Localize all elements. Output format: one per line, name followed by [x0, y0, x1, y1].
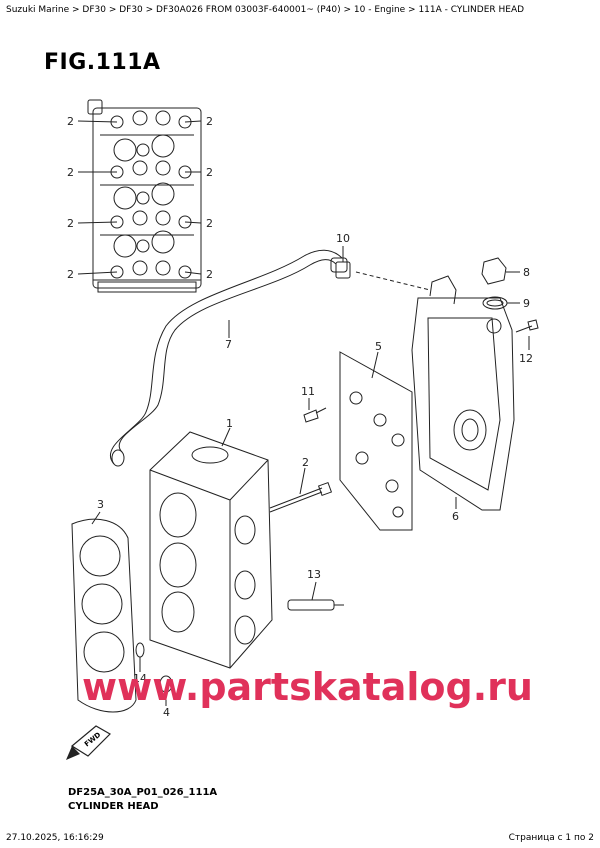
breadcrumb: Suzuki Marine > DF30 > DF30 > DF30A026 F…: [6, 5, 525, 15]
callout-2-d: 2: [206, 166, 213, 179]
pin-part-14: [135, 642, 145, 672]
callout-10: 10: [336, 232, 350, 245]
callout-11: 11: [301, 385, 315, 398]
callout-12: 12: [519, 352, 533, 365]
callout-5: 5: [375, 340, 382, 353]
footer-page-indicator: Страница с 1 по 2: [508, 833, 594, 843]
watermark-text: www.partskatalog.ru: [82, 665, 533, 709]
callout-8: 8: [523, 266, 530, 279]
cap-part-8: [481, 257, 520, 285]
callout-2-f: 2: [206, 217, 213, 230]
fwd-arrow-icon: FWD: [66, 725, 111, 760]
spark-plug-part-13: [287, 581, 344, 611]
callout-9: 9: [523, 297, 530, 310]
cylinder-head-part-1: [149, 427, 273, 669]
drawing-name: CYLINDER HEAD: [68, 801, 159, 812]
head-gasket-part-3: [71, 511, 137, 713]
bolt-part-12: [515, 319, 539, 350]
drawing-code: DF25A_30A_P01_026_111A: [68, 787, 218, 798]
cylinder-head-top-view: [87, 99, 202, 293]
callout-14: 14: [133, 672, 147, 685]
figure-title: FIG.111A: [44, 50, 161, 75]
callout-2-g: 2: [67, 268, 74, 281]
bolt-part-11: [303, 398, 327, 423]
callout-7: 7: [225, 338, 232, 351]
clamp-part-10: [335, 246, 431, 291]
callout-2-e: 2: [67, 217, 74, 230]
callout-2-b: 2: [206, 115, 213, 128]
callout-2-a: 2: [67, 115, 74, 128]
callout-6: 6: [452, 510, 459, 523]
callout-1: 1: [226, 417, 233, 430]
footer-timestamp: 27.10.2025, 16:16:29: [6, 833, 104, 843]
callout-4: 4: [163, 706, 170, 719]
gasket-part-5: [339, 351, 413, 531]
o-ring-part-9: [482, 296, 520, 310]
leader-lines-bolts-2: [77, 120, 202, 275]
hose-part-7: [110, 249, 348, 467]
bolt-part-2-long: [269, 467, 333, 513]
callout-2-h: 2: [206, 268, 213, 281]
callout-13: 13: [307, 568, 321, 581]
callout-3: 3: [97, 498, 104, 511]
pin-part-4: [159, 675, 173, 706]
callout-2-i: 2: [302, 456, 309, 469]
cover-part-6: [411, 275, 515, 511]
callout-2-c: 2: [67, 166, 74, 179]
